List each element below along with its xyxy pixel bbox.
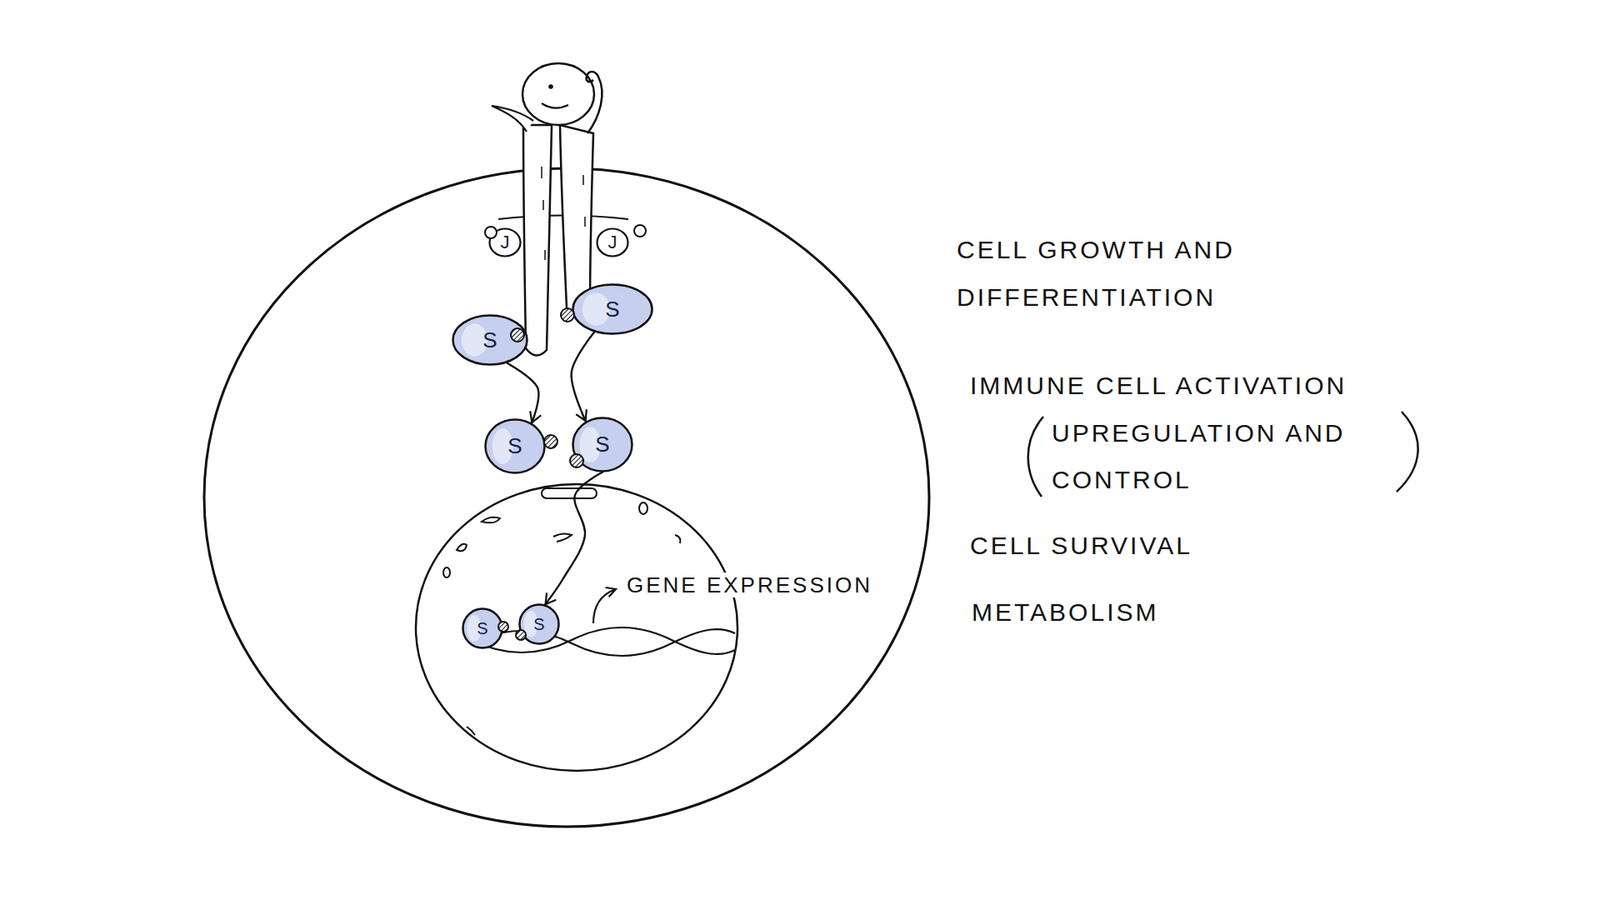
nucleus-texture <box>639 502 648 515</box>
phosphate-dot <box>515 630 526 640</box>
jak-knob <box>634 225 646 237</box>
node-text: S <box>507 434 522 459</box>
node-text: S <box>533 615 545 634</box>
label-box: CELL SURVIVAL <box>970 527 1193 565</box>
nucleus-texture <box>675 535 680 544</box>
label-box: METABOLISM <box>971 594 1159 631</box>
label-box: IMMUNE CELL ACTIVATION <box>970 367 1470 405</box>
stat-outline <box>453 315 528 365</box>
activation-arrow <box>571 332 595 421</box>
stat-protein: S <box>571 283 654 335</box>
label-box: UPREGULATION AND CONTROL <box>1051 410 1385 503</box>
nucleus-texture <box>443 567 450 578</box>
bracket <box>1028 416 1044 497</box>
phosphate-dot <box>510 328 525 342</box>
nucleus-texture <box>553 533 572 542</box>
node-text: S <box>482 328 497 353</box>
phosphate-dot <box>544 435 558 449</box>
activation-arrow <box>545 472 604 605</box>
node-text: J <box>608 232 618 253</box>
phosphate-dot <box>570 454 584 468</box>
outcome-label: CELL GROWTH AND DIFFERENTIATION <box>956 235 1235 311</box>
stat-protein: S <box>461 607 504 650</box>
label-box: GENE EXPRESSION <box>623 570 876 602</box>
expression-arrow <box>593 589 616 624</box>
outcome-label: IMMUNE CELL ACTIVATION <box>970 371 1347 400</box>
receptor-shading <box>541 166 585 260</box>
nuclear-pore <box>541 488 597 499</box>
phosphate-dot <box>498 621 509 632</box>
node-text: S <box>476 619 488 638</box>
stat-outline <box>485 419 545 473</box>
label-box: CELL GROWTH AND DIFFERENTIATION <box>956 225 1357 321</box>
receptor-chain <box>560 125 594 314</box>
jak-kinase: J <box>595 227 630 258</box>
nucleus-outline <box>415 484 738 771</box>
dna-strand <box>471 627 735 655</box>
jak-knob <box>485 226 497 239</box>
nucleus-texture <box>456 544 467 551</box>
stat-outline <box>573 285 653 335</box>
bracket <box>1396 411 1419 492</box>
process-label: GENE EXPRESSION <box>623 572 876 598</box>
node-text: J <box>500 232 510 253</box>
node-text: S <box>605 297 620 322</box>
cytokine-eye <box>548 84 554 90</box>
cytokine-smile <box>541 103 569 109</box>
nucleus-texture <box>481 517 500 524</box>
outcome-label: UPREGULATION AND CONTROL <box>1051 419 1346 494</box>
nucleus-texture <box>466 726 475 735</box>
outcome-label: CELL SURVIVAL <box>970 531 1193 560</box>
phosphate-dot <box>560 308 575 322</box>
jak-outline <box>597 229 629 257</box>
stat-protein: S <box>484 418 546 475</box>
outcome-label: METABOLISM <box>971 598 1159 626</box>
cytokine-head <box>522 63 595 125</box>
stat-outline <box>463 609 503 649</box>
activation-arrow <box>507 363 540 423</box>
node-text: S <box>595 432 610 457</box>
cytokine-arm <box>586 71 603 134</box>
receptor-chain <box>523 125 552 356</box>
